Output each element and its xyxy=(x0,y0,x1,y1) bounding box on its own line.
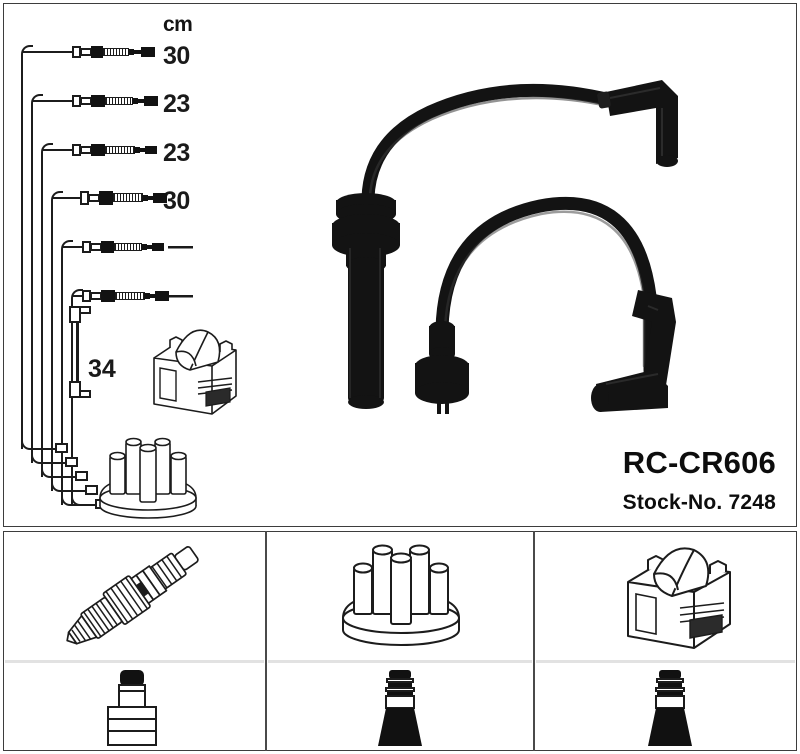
jumper-end-bottom xyxy=(69,381,81,398)
connector-boot-tapered-art-2 xyxy=(642,668,698,750)
wire-exit-6 xyxy=(71,494,81,506)
wire-row-1 xyxy=(22,45,155,59)
terminal-1 xyxy=(55,443,68,453)
wire-bend-6 xyxy=(71,289,83,303)
wire-stub-3 xyxy=(62,476,76,478)
wire-row-4 xyxy=(52,191,182,205)
wire-exit-1 xyxy=(21,436,43,450)
length-label-2: 23 xyxy=(163,90,190,118)
wire-bend-5 xyxy=(61,240,73,254)
jumper-wire-34cm xyxy=(60,305,110,405)
main-ignition-coil-art xyxy=(146,322,242,418)
terminal-2 xyxy=(65,457,78,467)
jumper-tab-top xyxy=(79,306,91,314)
wire-bend-1 xyxy=(21,45,33,59)
length-label-6: — xyxy=(168,281,193,309)
unit-header: cm xyxy=(163,13,193,36)
wire-exit-3 xyxy=(41,464,63,478)
terminal-4 xyxy=(85,485,98,495)
main-distributor-cap-art xyxy=(96,434,200,522)
wire-row-5 xyxy=(62,240,192,254)
wire-stub-4 xyxy=(72,490,86,492)
wire-exit-5 xyxy=(61,492,83,506)
jumper-cable xyxy=(76,323,79,385)
wire-row-6 xyxy=(72,289,202,303)
bottom-divider-1 xyxy=(265,531,267,751)
length-label-1: 30 xyxy=(163,42,190,70)
wire-bus-3 xyxy=(41,155,43,477)
wire-stub-6 xyxy=(80,504,86,506)
wire-row-2 xyxy=(32,94,162,108)
wire-bus-4 xyxy=(51,203,53,491)
wire-bus-5 xyxy=(61,252,63,505)
wire-exit-2 xyxy=(31,450,53,464)
cell-hairline-1 xyxy=(5,660,264,663)
wire-row-3 xyxy=(42,143,172,157)
wire-bus-6 xyxy=(71,301,73,506)
product-code: RC-CR606 xyxy=(622,445,776,480)
length-label-5: — xyxy=(168,232,193,260)
wire-bus-2 xyxy=(31,106,33,463)
wire-bus-1 xyxy=(21,57,23,449)
wire-bend-4 xyxy=(51,191,63,205)
ignition-cable-long-art xyxy=(310,48,720,428)
terminal-3 xyxy=(75,471,88,481)
connector-boot-tapered-art-1 xyxy=(372,668,428,750)
length-label-3: 23 xyxy=(163,139,190,167)
connector-boot-straight-art xyxy=(100,668,162,750)
wire-bend-3 xyxy=(41,143,53,157)
length-label-4: 30 xyxy=(163,187,190,215)
cell-hairline-3 xyxy=(536,660,795,663)
wire-bend-2 xyxy=(31,94,43,108)
wire-exit-4 xyxy=(51,478,73,492)
wire-stub-2 xyxy=(52,462,66,464)
ignition-coil-art-bottom xyxy=(620,540,738,652)
stock-number: Stock-No. 7248 xyxy=(622,491,776,514)
jumper-end-top xyxy=(69,306,81,323)
jumper-length-label: 34 xyxy=(88,355,116,383)
distributor-cap-art-bottom xyxy=(338,540,464,650)
bottom-divider-2 xyxy=(533,531,535,751)
wire-stub-1 xyxy=(42,448,56,450)
ignition-cable-short-art xyxy=(400,170,710,430)
cell-hairline-2 xyxy=(268,660,532,663)
jumper-tab-bottom xyxy=(79,390,91,398)
spark-plug-art xyxy=(45,536,225,661)
wire-stub-5 xyxy=(82,504,96,506)
